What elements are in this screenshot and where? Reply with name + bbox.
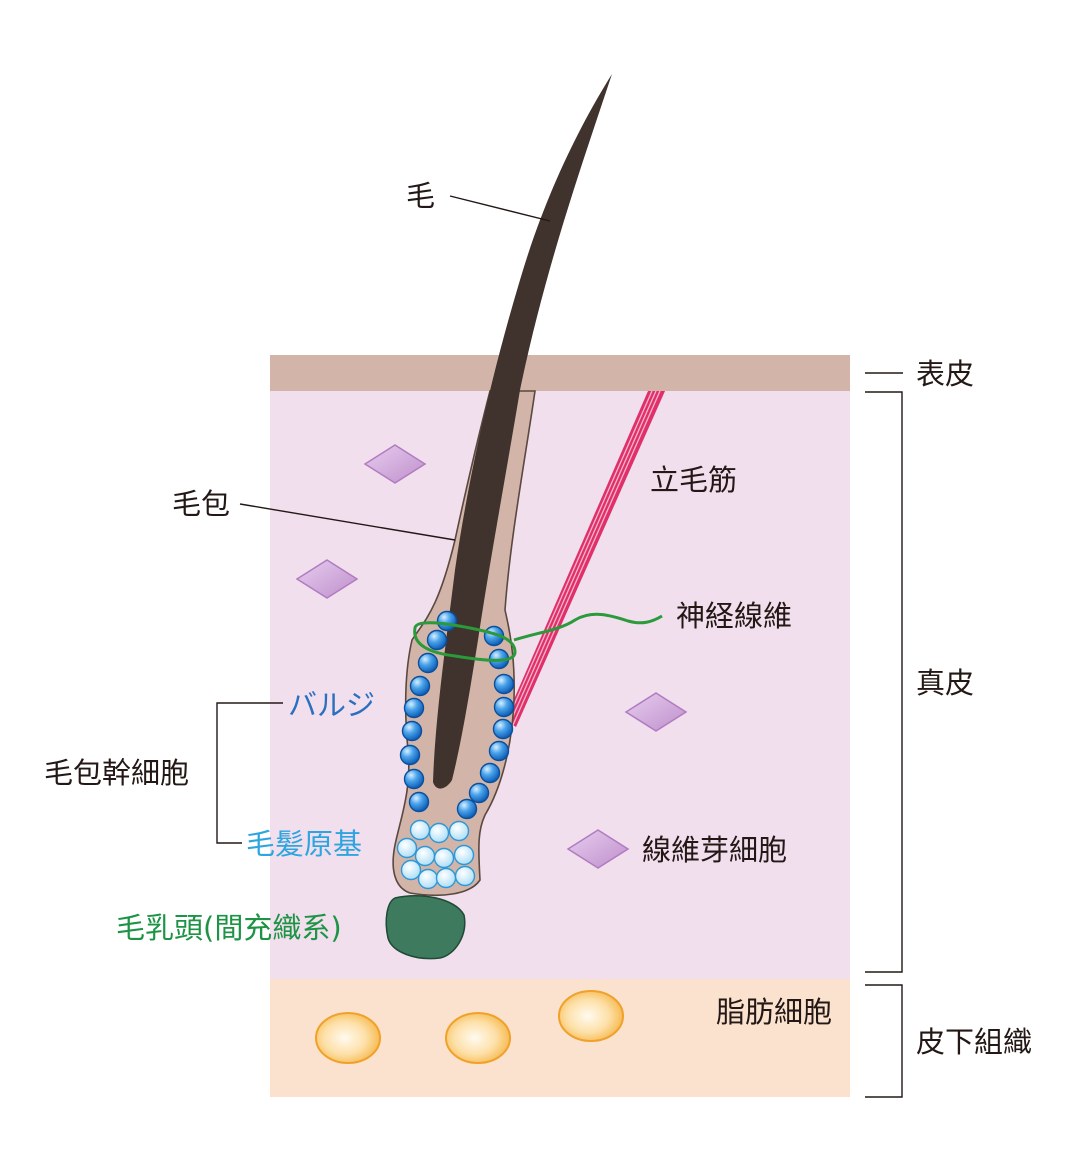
stem-cell-bracket [216,702,283,844]
hair-germ-cell [414,845,436,867]
label-hair-germ: 毛髪原基 [246,827,362,861]
leader-lines [216,195,903,1098]
hair-germ-cell [454,865,476,887]
label-arrector-pili: 立毛筋 [650,463,737,497]
dermal-papilla [385,895,466,960]
hair-germ-cell [400,859,422,881]
label-dermal-papilla: 毛乳頭(間充織系) [116,911,342,945]
hair-germ-cell [453,844,475,866]
bulge-cell [493,673,515,695]
bulge-cell [403,768,425,790]
bulge-cell [436,610,458,632]
hair-germ-cells [396,819,476,890]
bulge-cell [409,675,431,697]
bulge-cell [417,652,439,674]
hair-shaft [433,74,612,789]
fibroblast-cell [295,559,359,599]
label-fibroblast: 線維芽細胞 [642,833,787,867]
bulge-cell [492,718,514,740]
hair-germ-cell [435,867,457,889]
bulge-cell [479,762,501,784]
fibroblasts [295,444,688,869]
adipocyte-cell [445,1012,511,1064]
bulge-cell [468,782,490,804]
label-dermis: 真皮 [916,666,974,700]
adipocyte-cell [558,990,624,1042]
bulge-cell [426,629,448,651]
label-hair: 毛 [406,179,435,213]
fibroblast-cell [624,692,688,732]
bulge-cell [401,720,423,742]
hair-germ-cell [428,822,450,844]
nerve-fiber [413,612,663,662]
bulge-cell [493,696,515,718]
bulge-cell [488,740,510,762]
epidermis-layer [270,355,850,392]
hair-germ-cell [417,868,439,890]
bulge-cell [399,744,421,766]
hair-germ-cell [448,820,470,842]
label-follicle: 毛包 [172,487,230,521]
bulge-cell [403,697,425,719]
label-nerve-fiber: 神経線維 [676,599,792,633]
subcutaneous-bracket [865,984,903,1098]
hair-germ-cell [409,819,431,841]
dermis-bracket [865,391,903,973]
adipocytes [315,990,624,1064]
dermis-layer [270,391,850,979]
label-epidermis: 表皮 [916,357,974,391]
label-subcutaneous: 皮下組織 [916,1025,1032,1059]
label-adipocyte: 脂肪細胞 [716,995,832,1029]
bulge-cell [408,791,430,813]
arrector-pili-muscle [505,390,665,727]
fibroblast-cell [566,829,630,869]
label-follicle-stem-cells: 毛包幹細胞 [44,756,189,790]
bulge-cell [456,798,478,820]
hair-germ-cell [433,847,455,869]
label-bulge: バルジ [288,688,375,722]
hair-germ-cell [396,837,418,859]
adipocyte-cell [315,1012,381,1064]
fibroblast-cell [363,444,427,484]
